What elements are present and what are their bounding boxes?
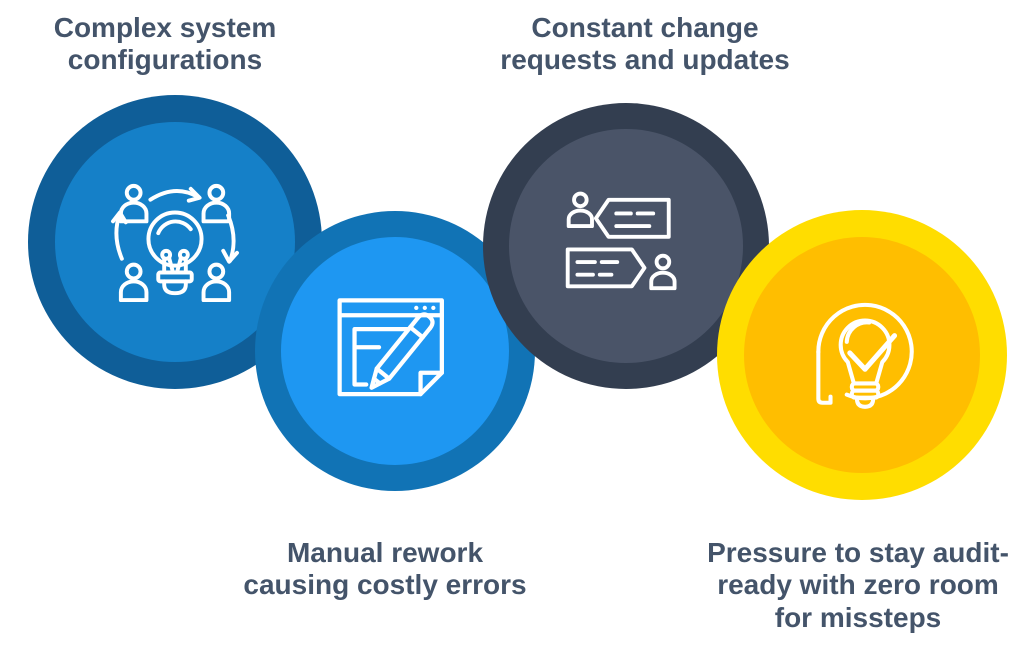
label-line: ready with zero room [717, 569, 999, 601]
label-line: Constant change [531, 12, 759, 43]
label-manual-rework: Manual rework causing costly errors [225, 537, 545, 602]
conversation-change-requests-icon [565, 192, 677, 291]
label-complex-system-configurations: Complex system configurations [15, 12, 315, 77]
document-pencil-icon [337, 297, 444, 396]
label-line: for missteps [774, 601, 942, 633]
label-line: causing costly errors [243, 569, 527, 601]
label-line: Pressure to stay audit- [707, 537, 1009, 568]
collaboration-lightbulb-icon [111, 183, 239, 303]
label-constant-change-requests: Constant change requests and updates [485, 12, 805, 77]
label-audit-ready-pressure: Pressure to stay audit- ready with zero … [688, 537, 1024, 634]
circle-audit-ready-pressure [717, 210, 1007, 500]
lightbulb-checkmark-icon [816, 302, 914, 409]
label-line: requests and updates [500, 44, 790, 76]
label-line: configurations [67, 44, 263, 76]
circle-constant-change-requests [483, 103, 769, 389]
label-line: Manual rework [286, 537, 484, 568]
circle-complex-system-configurations [28, 95, 322, 389]
circle-inner [280, 236, 510, 466]
label-line: Complex system [53, 12, 277, 43]
circle-inner [509, 129, 743, 363]
circle-inner [55, 122, 295, 362]
circle-inner [743, 236, 981, 474]
